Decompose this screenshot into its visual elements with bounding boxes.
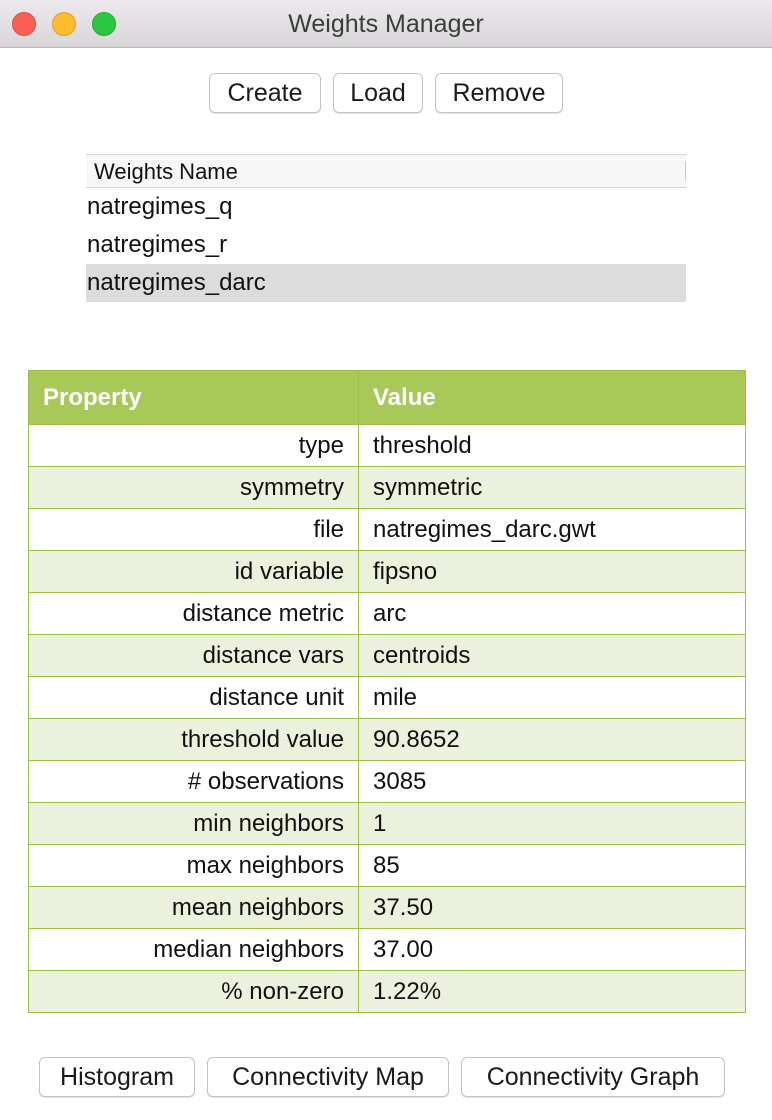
property-name-cell: file xyxy=(28,508,359,551)
weights-list-item[interactable]: natregimes_darc xyxy=(86,264,686,302)
property-name-cell: median neighbors xyxy=(28,928,359,971)
property-name-cell: # observations xyxy=(28,760,359,803)
property-name-cell: max neighbors xyxy=(28,844,359,887)
property-name-cell: distance metric xyxy=(28,592,359,635)
property-name-cell: distance vars xyxy=(28,634,359,677)
property-value-cell: arc xyxy=(358,592,746,635)
weights-list-rows: natregimes_q natregimes_r natregimes_darc xyxy=(86,188,686,302)
property-column-header: Property xyxy=(28,370,359,425)
property-value-cell: mile xyxy=(358,676,746,719)
property-value-cell: centroids xyxy=(358,634,746,677)
create-button[interactable]: Create xyxy=(209,73,321,113)
property-value-cell: 85 xyxy=(358,844,746,887)
property-value-cell: 1 xyxy=(358,802,746,845)
column-divider xyxy=(685,161,686,181)
remove-button[interactable]: Remove xyxy=(435,73,563,113)
property-name-cell: type xyxy=(28,424,359,467)
property-name-cell: threshold value xyxy=(28,718,359,761)
load-button[interactable]: Load xyxy=(333,73,423,113)
connectivity-graph-button[interactable]: Connectivity Graph xyxy=(461,1057,725,1097)
property-name-cell: distance unit xyxy=(28,676,359,719)
property-name-cell: symmetry xyxy=(28,466,359,509)
property-value-cell: 37.50 xyxy=(358,886,746,929)
window-title: Weights Manager xyxy=(288,10,484,38)
property-value-cell: symmetric xyxy=(358,466,746,509)
property-value-cell: fipsno xyxy=(358,550,746,593)
histogram-button[interactable]: Histogram xyxy=(39,1057,195,1097)
weights-list-header[interactable]: Weights Name xyxy=(86,154,686,188)
property-name-cell: mean neighbors xyxy=(28,886,359,929)
zoom-window-button[interactable] xyxy=(92,12,116,36)
property-value-cell: natregimes_darc.gwt xyxy=(358,508,746,551)
property-name-cell: min neighbors xyxy=(28,802,359,845)
property-value-cell: 90.8652 xyxy=(358,718,746,761)
weights-list-item[interactable]: natregimes_r xyxy=(87,231,228,258)
minimize-window-button[interactable] xyxy=(52,12,76,36)
title-bar[interactable]: Weights Manager xyxy=(0,0,772,48)
close-window-button[interactable] xyxy=(12,12,36,36)
value-column-header: Value xyxy=(358,370,746,425)
property-value-cell: 1.22% xyxy=(358,970,746,1013)
property-value-cell: threshold xyxy=(358,424,746,467)
weights-list-item[interactable]: natregimes_q xyxy=(87,193,233,220)
property-name-cell: id variable xyxy=(28,550,359,593)
property-value-cell: 37.00 xyxy=(358,928,746,971)
property-name-cell: % non-zero xyxy=(28,970,359,1013)
property-value-cell: 3085 xyxy=(358,760,746,803)
properties-table-header: Property Value xyxy=(28,370,746,425)
weights-name-column-header: Weights Name xyxy=(94,159,238,184)
connectivity-map-button[interactable]: Connectivity Map xyxy=(207,1057,449,1097)
